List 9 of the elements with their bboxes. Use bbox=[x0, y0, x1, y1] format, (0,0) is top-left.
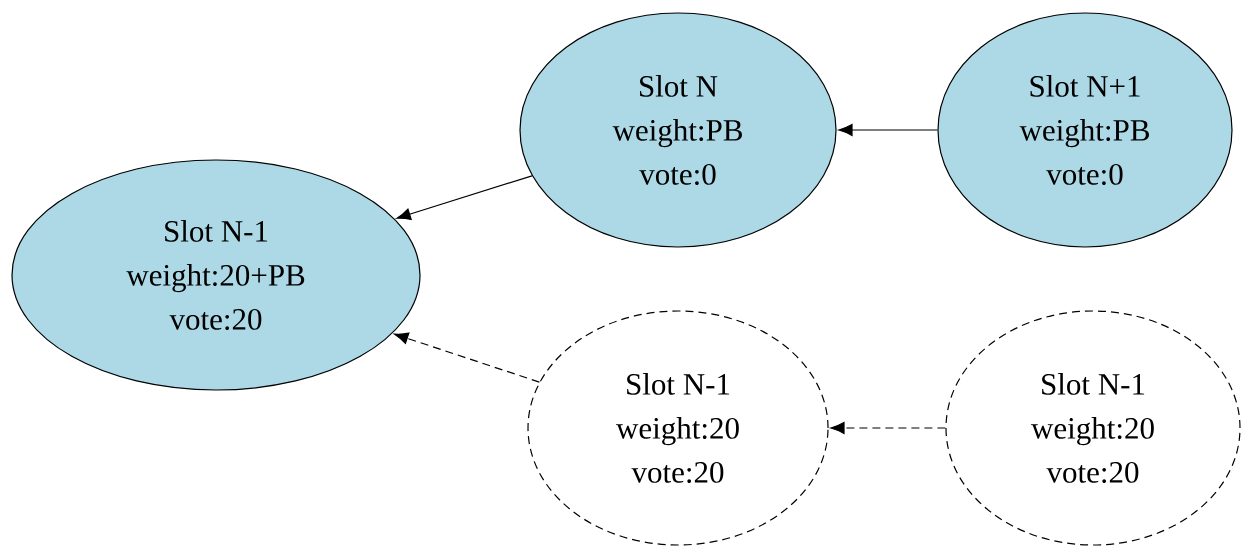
ellipse-node: Slot N+1 weight:PB vote:0 bbox=[937, 12, 1233, 248]
arrow bbox=[394, 332, 540, 383]
ellipse-node: Slot N-1 weight:20+PB vote:20 bbox=[11, 159, 421, 391]
arrow bbox=[396, 175, 533, 220]
ellipse-node: Slot N weight:PB vote:0 bbox=[519, 12, 837, 248]
ellipse-node: Slot N-1 weight:20 vote:20 bbox=[527, 310, 829, 546]
arrow bbox=[830, 421, 946, 434]
ellipse-node: Slot N-1 weight:20 vote:20 bbox=[945, 310, 1241, 546]
arrow bbox=[838, 124, 938, 136]
